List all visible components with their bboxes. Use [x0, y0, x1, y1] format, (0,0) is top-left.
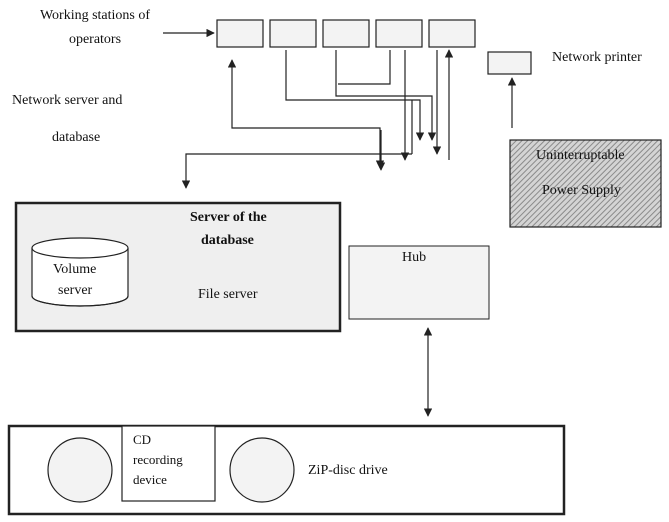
- volume-server-label-line2: server: [58, 283, 93, 298]
- connection-ws2: [285, 50, 425, 141]
- server-title-line1: Server of the: [190, 210, 267, 225]
- cd-disc-icon: [47, 437, 113, 503]
- workstation-1: [216, 19, 264, 48]
- connection-ws1: [227, 59, 385, 169]
- connection-ws3: [335, 50, 437, 141]
- hub-label: Hub: [402, 250, 427, 265]
- volume-server-label-line1: Volume: [53, 262, 97, 277]
- cd-label-line3: device: [133, 472, 167, 487]
- ups-label-line1: Uninterruptable: [536, 148, 625, 163]
- network-server-label: Network server and: [12, 93, 123, 108]
- cd-label-line2: recording: [133, 452, 183, 467]
- workstation-4: [375, 19, 423, 48]
- cd-label-line1: CD: [133, 432, 152, 447]
- workstation-5: [428, 19, 476, 48]
- volume-server-cylinder: [31, 237, 129, 307]
- zip-drive-label: ZiP-disc drive: [308, 463, 388, 478]
- workstation-3: [322, 19, 370, 48]
- server-title-line2: database: [201, 233, 254, 248]
- connection-to-server: [181, 153, 412, 189]
- network-printer-box: [487, 51, 532, 75]
- cd-device-box: [121, 425, 216, 502]
- connection-ws4: [338, 50, 391, 85]
- file-server-label: File server: [198, 287, 258, 302]
- hub-box: [348, 245, 490, 320]
- zip-disc-icon: [229, 437, 295, 503]
- ups-label-line2: Power Supply: [542, 183, 621, 198]
- network-printer-label: Network printer: [552, 50, 642, 65]
- workstations-label: Working stations of operators: [39, 8, 151, 47]
- workstation-2: [269, 19, 317, 48]
- database-label: database: [52, 130, 101, 145]
- ups-box: [509, 139, 662, 228]
